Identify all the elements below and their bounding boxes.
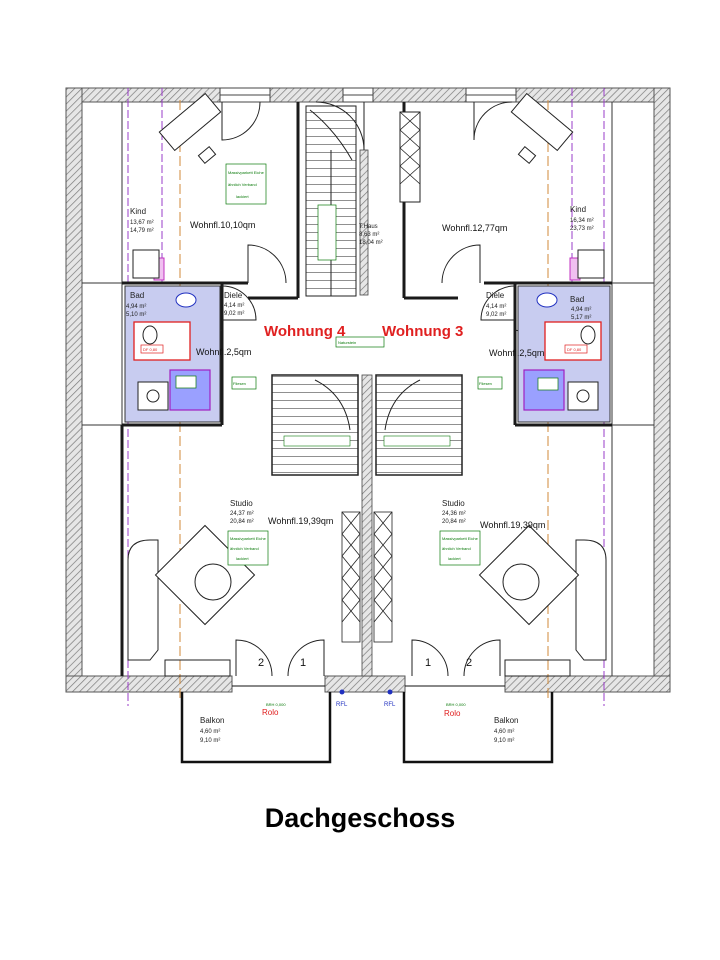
room-name-balkon-left: Balkon (200, 716, 224, 725)
room-name-bad-right: Bad (570, 295, 584, 304)
svg-text:9,02 m²: 9,02 m² (224, 311, 244, 317)
svg-text:ähnlich Verband: ähnlich Verband (442, 546, 471, 551)
svg-text:9,10 m²: 9,10 m² (494, 738, 514, 744)
room-name-diele-right: Diele (486, 291, 505, 300)
svg-text:24,37 m²: 24,37 m² (230, 511, 254, 517)
svg-text:9,10 m²: 9,10 m² (200, 738, 220, 744)
wohnflaeche-top-right: Wohnfl.12,77qm (442, 223, 507, 233)
svg-text:14,79 m²: 14,79 m² (130, 228, 154, 234)
plan-title: Dachgeschoss (264, 803, 456, 833)
door-number-1-right: 1 (425, 657, 431, 669)
svg-text:23,73 m²: 23,73 m² (570, 226, 594, 232)
lower-staircases (271, 374, 463, 476)
svg-text:4,60 m²: 4,60 m² (200, 729, 220, 735)
wohnflaeche-bad-right: Wohnfl.2,5qm (489, 348, 544, 358)
wohnflaeche-studio-left: Wohnfl.19,39qm (268, 516, 333, 526)
svg-text:lackiert: lackiert (448, 556, 462, 561)
svg-text:9,02 m²: 9,02 m² (486, 312, 506, 318)
rfl-left: RFL (336, 702, 348, 708)
svg-text:Massivparkett Eiche: Massivparkett Eiche (230, 536, 267, 541)
svg-text:ähnlich Verband: ähnlich Verband (230, 546, 259, 551)
room-name-diele-left: Diele (224, 291, 243, 300)
bath-note-left: DF 0,80 (143, 347, 158, 352)
svg-text:5,10 m²: 5,10 m² (126, 312, 146, 318)
room-name-studio-right: Studio (442, 499, 465, 508)
unit-label-right: Wohnung 3 (382, 323, 463, 340)
room-name-kind-right: Kind (570, 205, 586, 214)
brh-right: BRH 0,000 (446, 702, 466, 707)
svg-text:4,94 m²: 4,94 m² (126, 304, 146, 310)
svg-text:5,17 m²: 5,17 m² (571, 315, 591, 321)
svg-text:18,04 m²: 18,04 m² (359, 240, 383, 246)
room-name-balkon-right: Balkon (494, 716, 518, 725)
balconies (180, 685, 554, 764)
svg-text:8,63 m²: 8,63 m² (359, 232, 379, 238)
svg-text:lackiert: lackiert (236, 556, 250, 561)
room-name-bad-left: Bad (130, 291, 144, 300)
svg-text:13,67 m²: 13,67 m² (130, 220, 154, 226)
naturstein-label: Naturstein (338, 340, 356, 345)
upper-staircase (305, 105, 421, 297)
studio-furniture (127, 524, 607, 677)
desks (132, 92, 605, 279)
room-name-treppe: T.Haus (359, 224, 378, 230)
svg-text:lackiert: lackiert (236, 194, 250, 199)
svg-text:20,84 m²: 20,84 m² (230, 519, 254, 525)
svg-text:Massivparkett Eiche: Massivparkett Eiche (228, 170, 265, 175)
bath-note-right: DF 0,80 (567, 347, 582, 352)
room-name-studio-left: Studio (230, 499, 253, 508)
rfl-right: RFL (384, 702, 396, 708)
room-name-kind-left: Kind (130, 207, 146, 216)
wohnflaeche-studio-right: Wohnfl.19,39qm (480, 520, 545, 530)
labels: Kind 13,67 m² 14,79 m² Kind 16,34 m² 23,… (126, 170, 594, 744)
svg-text:4,14 m²: 4,14 m² (224, 303, 244, 309)
wohnflaeche-top-left: Wohnfl.10,10qm (190, 220, 255, 230)
brh-left: BRH 0,000 (266, 702, 286, 707)
markers (339, 689, 393, 695)
storage-units (341, 511, 393, 643)
fliesen-right: Fliesen (479, 381, 492, 386)
unit-label-left: Wohnung 4 (264, 323, 346, 340)
door-number-2-left: 2 (258, 657, 264, 669)
outer-walls (65, 87, 671, 693)
door-number-1-left: 1 (300, 657, 306, 669)
svg-text:4,14 m²: 4,14 m² (486, 304, 506, 310)
rolo-right: Rolo (444, 709, 461, 718)
svg-text:4,94 m²: 4,94 m² (571, 307, 591, 313)
door-number-2-right: 2 (466, 657, 472, 669)
svg-text:ähnlich Verband: ähnlich Verband (228, 182, 257, 187)
svg-text:24,36 m²: 24,36 m² (442, 511, 466, 517)
svg-text:16,34 m²: 16,34 m² (570, 218, 594, 224)
wohnflaeche-bad-left: Wohnfl.2,5qm (196, 347, 251, 357)
svg-text:Massivparkett Eiche: Massivparkett Eiche (442, 536, 479, 541)
svg-text:4,60 m²: 4,60 m² (494, 729, 514, 735)
green-labels (140, 163, 588, 566)
svg-text:20,84 m²: 20,84 m² (442, 519, 466, 525)
rolo-left: Rolo (262, 708, 279, 717)
fliesen-left: Fliesen (233, 381, 246, 386)
